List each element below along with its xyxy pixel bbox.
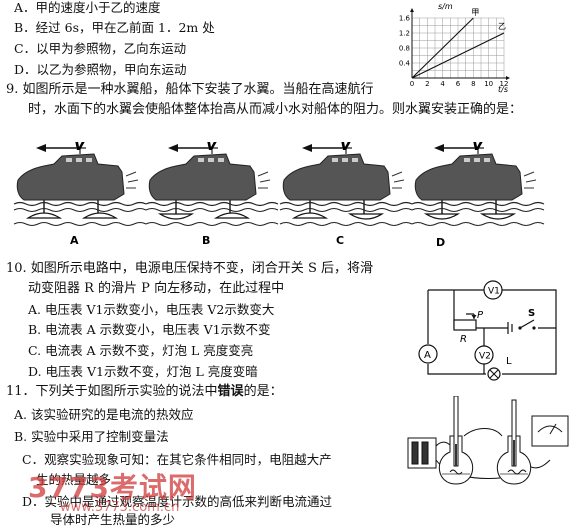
q10-text-line2: 动变阻器 R 的滑片 P 向左移动，在此过程中 xyxy=(28,281,285,296)
x-tick-label: 10 xyxy=(484,80,493,88)
circuit-diagram: V1 A V2 P R S L xyxy=(418,280,557,381)
q11-option-a: A. 该实验研究的是电流的热效应 xyxy=(14,407,194,422)
q11-text: 11．下列关于如图所示实验的说法中错误的是： xyxy=(6,384,283,400)
chart-xlabel: t/s xyxy=(498,85,508,94)
voltmeter-v2 xyxy=(474,345,494,365)
label-switch: S xyxy=(528,308,535,319)
x-tick-label: 6 xyxy=(456,80,461,88)
ammeter-a xyxy=(418,344,438,364)
label-v1: V1 xyxy=(488,287,500,297)
q10-option-b: B. 电流表 A 示数变小，电压表 V1示数不变 xyxy=(28,322,271,337)
q9-text-line2: 时，水面下的水翼会使船体整体抬高从而减小水对船体的阻力。则水翼安装正确的是： xyxy=(28,102,523,117)
velocity-label-d: v xyxy=(472,142,484,155)
q10-option-c: C. 电流表 A 示数不变，灯泡 L 亮度变亮 xyxy=(28,343,254,358)
chart-ticks: 0 2 4 6 8 10 12 0.4 0.8 1.2 1.6 xyxy=(399,15,509,89)
series-line-2 xyxy=(411,32,505,79)
label-rheostat: R xyxy=(460,334,467,345)
watermark-brand: 3773考试网 xyxy=(28,471,197,504)
velocity-label-c: v xyxy=(340,142,352,155)
foil-b-front xyxy=(157,213,195,220)
q11-option-b: B. 实验中采用了控制变量法 xyxy=(14,429,169,444)
boat-label-c: C xyxy=(336,234,344,247)
q11-text-bold: 错误 xyxy=(217,384,244,399)
watermark-url: www.3773.com.cn xyxy=(60,500,180,515)
velocity-label-a: v xyxy=(74,142,86,155)
q11-text-post: 的是： xyxy=(243,384,283,399)
boat-d: v D xyxy=(411,142,545,249)
q8-option-a: A．甲的速度小于乙的速度 xyxy=(14,0,161,15)
y-axis-arrow xyxy=(410,8,414,12)
y-tick-label: 1.2 xyxy=(399,30,410,38)
lamp-icon xyxy=(487,367,501,381)
q11-option-d-line2: 导体时产生热量的多少 xyxy=(50,512,176,527)
boat-label-d: D xyxy=(436,236,445,249)
q8-option-c: C．以甲为参照物，乙向东运动 xyxy=(14,41,187,56)
q9-text-line1: 9. 如图所示是一种水翼船，船体下安装了水翼。当船在高速航行 xyxy=(6,82,374,97)
x-tick-label: 8 xyxy=(471,80,475,88)
label-v2: V2 xyxy=(479,352,491,362)
series-line-1 xyxy=(411,17,474,79)
foil-d-front xyxy=(423,213,461,220)
velocity-label-b: v xyxy=(206,142,218,155)
q11-option-d-line1: D．实验中是通过观察温度计示数的高低来判断电流通过 xyxy=(22,494,333,509)
chart-series: 甲乙 xyxy=(411,8,506,79)
label-ammeter: A xyxy=(424,350,431,361)
foil-d-rear xyxy=(479,213,517,220)
series-label-2: 乙 xyxy=(498,22,506,31)
boat-a: v A xyxy=(13,142,147,247)
foil-c-front xyxy=(291,212,329,219)
boat-b: v B xyxy=(145,142,279,247)
q10-text-line1: 10. 如图所示电路中，电源电压保持不变，闭合开关 S 后，将滑 xyxy=(6,261,373,276)
q10-option-a: A. 电压表 V1示数变小，电压表 V2示数变大 xyxy=(28,302,275,317)
boat-c: v C xyxy=(279,142,413,247)
q10-option-d: D. 电压表 V1示数不变，灯泡 L 亮度变暗 xyxy=(28,364,258,379)
foil-b-rear xyxy=(213,212,251,219)
x-tick-label: 2 xyxy=(425,80,429,88)
x-tick-label: 0 xyxy=(410,80,414,88)
x-tick-label: 12 xyxy=(500,80,509,88)
q8-option-b: B．经过 6s，甲在乙前面 1．2m 处 xyxy=(14,20,215,35)
q8-option-d: D．以乙为参照物，甲向东运动 xyxy=(14,62,187,77)
foil-a-rear xyxy=(81,212,119,219)
y-tick-label: 1.6 xyxy=(399,15,411,23)
chart-grid xyxy=(412,17,505,78)
heating-experiment-figure xyxy=(407,396,569,485)
q11-option-c-line1: C．观察实验现象可知：在其它条件相同时，电阻越大产 xyxy=(22,452,332,467)
boat-label-a: A xyxy=(70,234,79,247)
x-axis-arrow xyxy=(506,76,510,80)
foil-c-rear xyxy=(347,213,385,220)
voltmeter-v1 xyxy=(483,280,503,300)
label-slider: P xyxy=(477,310,484,321)
foil-a-front xyxy=(25,212,63,219)
hydrofoil-boats-figure: v A v B v C v D xyxy=(13,142,545,249)
x-tick-label: 4 xyxy=(440,80,445,88)
q11-text-pre: 11．下列关于如图所示实验的说法中 xyxy=(6,384,218,399)
chart-axes xyxy=(410,8,510,80)
boat-label-b: B xyxy=(202,234,210,247)
chart-ylabel: s/m xyxy=(438,2,453,11)
y-tick-label: 0.4 xyxy=(399,60,411,68)
y-tick-label: 0.8 xyxy=(399,45,410,53)
series-label-1: 甲 xyxy=(471,8,479,17)
q11-option-c-line2: 生的热量越多 xyxy=(36,472,112,487)
label-lamp: L xyxy=(506,356,512,367)
